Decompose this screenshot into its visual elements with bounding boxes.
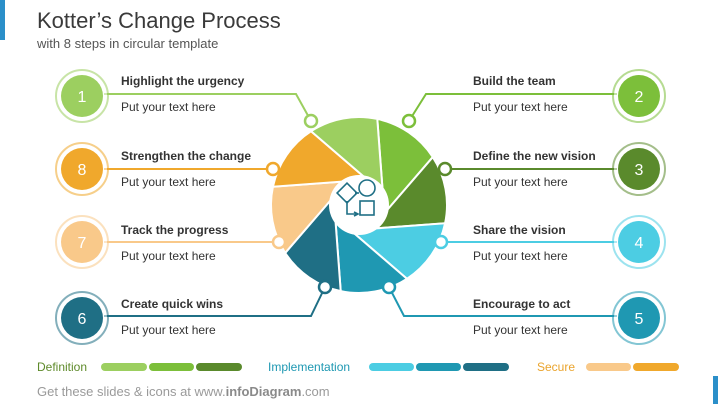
step-3-number: 3	[635, 162, 644, 179]
step-4-text: Put your text here	[473, 249, 568, 263]
slide-title: Kotter’s Change Process	[37, 8, 281, 33]
step-8-number-circle	[61, 148, 103, 190]
junction-dot-step-4	[433, 234, 449, 250]
left-accent-bar	[0, 0, 5, 40]
step-8-number: 8	[78, 162, 87, 179]
wheel-center	[329, 175, 389, 235]
footer-prefix: Get these slides & icons at www.	[37, 384, 226, 399]
connector-step-1	[104, 93, 312, 122]
legend-implementation-bar-3	[463, 363, 509, 371]
step-6-text: Put your text here	[121, 323, 216, 337]
slide-subtitle: with 8 steps in circular template	[37, 36, 219, 51]
step-1-title: Highlight the urgency	[121, 74, 245, 88]
step-6-title: Create quick wins	[121, 297, 224, 311]
step-3-title: Define the new vision	[473, 149, 596, 163]
junction-dot-step-5	[381, 279, 397, 295]
legend-implementation-label: Implementation	[268, 360, 351, 374]
step-8-text: Put your text here	[121, 175, 216, 189]
junction-dot-step-7	[271, 234, 287, 250]
step-7-number-circle	[61, 221, 103, 263]
step-3-number-circle	[618, 148, 660, 190]
legend-definition-label: Definition	[37, 360, 88, 374]
legend-secure-bar-2	[633, 363, 679, 371]
step-3-text: Put your text here	[473, 175, 568, 189]
process-flow-icon	[335, 179, 376, 217]
connector-lines	[104, 93, 617, 317]
step-1-text: Put your text here	[121, 100, 216, 114]
connector-step-2	[408, 93, 617, 122]
step-1-number: 1	[78, 89, 87, 106]
step-2-title: Build the team	[473, 74, 556, 88]
junction-dot-step-2	[401, 113, 417, 129]
step-7-title: Track the progress	[121, 223, 229, 237]
junction-dots	[265, 113, 453, 295]
footer-suffix: .com	[301, 384, 330, 399]
step-2-text: Put your text here	[473, 100, 568, 114]
footer-brand: infoDiagram	[225, 384, 302, 399]
step-6-number-circle	[61, 297, 103, 339]
connector-step-6	[104, 286, 326, 317]
legend-implementation-bar-1	[369, 363, 414, 371]
segment-highlight-urgency	[309, 116, 385, 198]
legend-secure-bar-1	[586, 363, 631, 371]
step-5-number-circle	[618, 297, 660, 339]
step-6-number: 6	[78, 311, 87, 328]
legend-definition-bar-1	[101, 363, 147, 371]
legend-definition-bar-3	[196, 363, 242, 371]
step-4-title: Share the vision	[473, 223, 566, 237]
step-4-number-circle	[618, 221, 660, 263]
step-2-number-circle	[618, 75, 660, 117]
step-number-circles: 1 2 8 3 7 4 6 5	[55, 69, 666, 345]
junction-dot-step-8	[265, 161, 281, 177]
step-2-number: 2	[635, 89, 644, 106]
aperture-wheel	[270, 116, 448, 294]
junction-dot-step-6	[317, 279, 333, 295]
right-accent-bar	[713, 376, 718, 404]
legend-secure-label: Secure	[537, 360, 576, 374]
footer-credit: Get these slides & icons at www.infoDiag…	[37, 384, 330, 399]
junction-dot-step-3	[437, 161, 453, 177]
step-5-number: 5	[635, 311, 644, 328]
step-7-number: 7	[78, 235, 87, 252]
step-8-title: Strengthen the change	[121, 149, 252, 163]
legend-implementation-bar-2	[416, 363, 461, 371]
connector-step-5	[388, 286, 617, 317]
step-5-title: Encourage to act	[473, 297, 571, 311]
step-7-text: Put your text here	[121, 249, 216, 263]
legend-definition-bar-2	[149, 363, 194, 371]
step-4-number: 4	[635, 235, 644, 252]
step-5-text: Put your text here	[473, 323, 568, 337]
junction-dot-step-1	[303, 113, 319, 129]
step-1-number-circle	[61, 75, 103, 117]
